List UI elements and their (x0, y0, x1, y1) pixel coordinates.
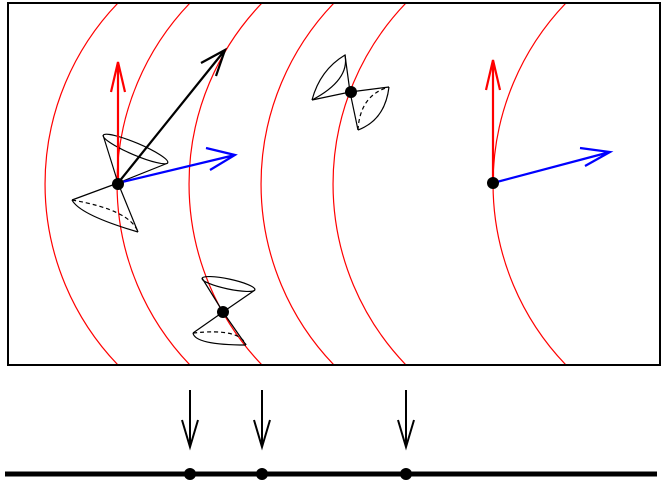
wavefront-arc (260, 3, 335, 365)
light-cone-icon (192, 275, 256, 346)
wavefront-arc (492, 3, 567, 365)
diagonal-vector (117, 47, 227, 184)
wavefront-arc (44, 3, 119, 365)
wavefront-arc (188, 3, 263, 365)
wavefront-arc (116, 3, 191, 365)
tilted-vector (117, 146, 238, 185)
vertical-vector (484, 59, 502, 183)
axis-points (184, 468, 412, 480)
arrow-down-icon (397, 390, 415, 451)
light-cone-icon (311, 54, 390, 131)
frame (7, 2, 661, 366)
events (112, 86, 499, 318)
arrow-down-icon (181, 390, 199, 451)
wavefront-arc (332, 3, 407, 365)
vertical-vector (109, 61, 127, 183)
arrow-down-icon (253, 390, 271, 451)
tilted-vector (492, 146, 614, 185)
vectors (109, 47, 614, 185)
light-cone-icon (71, 133, 169, 233)
